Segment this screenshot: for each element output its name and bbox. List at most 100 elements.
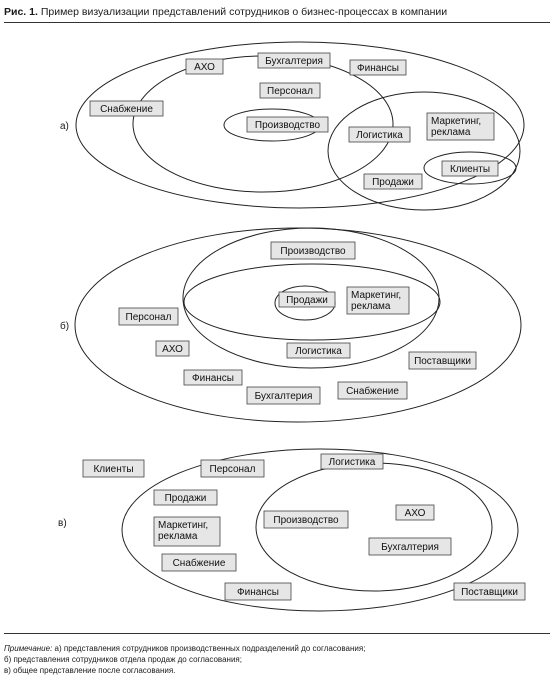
figure-caption: Пример визуализации представлений сотруд…: [40, 6, 448, 18]
process-box-label: Персонал: [267, 86, 313, 97]
process-box-frame: [395, 504, 435, 521]
process-box-frame: [363, 173, 423, 190]
process-box: Логистика: [348, 126, 411, 143]
process-box-label: Маркетинг,реклама: [158, 520, 208, 542]
process-box-label: АХО: [162, 344, 183, 355]
process-box: Финансы: [224, 582, 292, 601]
process-box-frame: [153, 516, 221, 547]
process-box: Поставщики: [408, 351, 477, 370]
process-box-frame: [270, 241, 356, 260]
process-box-label: Снабжение: [173, 557, 226, 569]
process-box-frame: [278, 291, 336, 308]
process-box: Клиенты: [82, 459, 145, 478]
process-box: Персонал: [259, 82, 321, 99]
process-box-frame: [349, 59, 407, 76]
process-box-label: Клиенты: [450, 164, 490, 175]
process-box: Маркетинг,реклама: [153, 516, 221, 547]
process-box: Маркетинг,реклама: [426, 112, 495, 141]
notes: Примечание: а) представления сотрудников…: [4, 643, 550, 676]
process-box-label: Логистика: [356, 130, 403, 141]
process-box-frame: [337, 381, 408, 400]
process-box-frame: [368, 537, 452, 556]
process-box-label: Маркетинг,реклама: [351, 290, 401, 312]
figure-title: Рис. 1. Пример визуализации представлени…: [4, 6, 447, 18]
process-box-frame: [153, 489, 218, 506]
note-text-1: а) представления сотрудников производств…: [54, 644, 366, 653]
process-box-label: Продажи: [286, 295, 328, 306]
note-line-2: б) представления сотрудников отдела прод…: [4, 655, 242, 664]
process-box-label: Производство: [255, 120, 321, 131]
process-box-label: Маркетинг,реклама: [431, 116, 481, 138]
process-box: Бухгалтерия: [368, 537, 452, 556]
process-box-frame: [441, 160, 499, 177]
bottom-rule: [4, 633, 550, 634]
panel-3-ellipse-1: [121, 448, 519, 612]
process-box: Финансы: [349, 59, 407, 76]
process-box: Логистика: [320, 453, 384, 470]
process-box-frame: [453, 582, 526, 601]
panel-1-ellipse-5: [423, 151, 517, 185]
note-line-3: в) общее представление после согласовани…: [4, 666, 176, 675]
process-box-frame: [259, 82, 321, 99]
process-box-label: Продажи: [372, 177, 414, 188]
process-box-label: Поставщики: [414, 356, 471, 367]
process-box-label: Финансы: [357, 63, 399, 74]
note-line-1: Примечание: а) представления сотрудников…: [4, 643, 550, 654]
process-box: АХО: [185, 58, 224, 75]
process-box-label: Логистика: [329, 457, 376, 468]
process-box-frame: [185, 58, 224, 75]
figure-number: Рис. 1.: [4, 6, 38, 18]
process-box-label: АХО: [194, 62, 215, 73]
process-box: Продажи: [278, 291, 336, 308]
process-box-frame: [183, 369, 243, 386]
process-box-label: Персонал: [210, 464, 256, 475]
process-box: Логистика: [286, 342, 351, 359]
process-box: Производство: [270, 241, 356, 260]
process-box-frame: [224, 582, 292, 601]
process-box-frame: [82, 459, 145, 478]
top-rule: [4, 22, 550, 23]
process-box-frame: [286, 342, 351, 359]
process-box-label: Бухгалтерия: [265, 56, 323, 67]
process-box-label: Бухгалтерия: [255, 391, 313, 402]
process-box: Снабжение: [337, 381, 408, 400]
process-box-label: Логистика: [295, 346, 342, 357]
process-box-label: Персонал: [126, 312, 172, 323]
process-box-frame: [246, 116, 329, 133]
process-box-label: Снабжение: [346, 385, 399, 397]
process-box-frame: [426, 112, 495, 141]
process-box-frame: [257, 52, 331, 69]
process-box: Продажи: [153, 489, 218, 506]
process-box-frame: [200, 459, 265, 478]
process-box: Снабжение: [161, 553, 237, 572]
process-box-label: Финансы: [237, 587, 279, 598]
process-box-frame: [408, 351, 477, 370]
process-box: Поставщики: [453, 582, 526, 601]
process-box-frame: [89, 100, 164, 117]
process-box-frame: [346, 286, 410, 315]
process-box: Бухгалтерия: [246, 386, 321, 405]
process-box: Клиенты: [441, 160, 499, 177]
process-box-label: Производство: [273, 515, 339, 526]
process-box-frame: [320, 453, 384, 470]
process-box-label: Бухгалтерия: [381, 542, 439, 553]
process-box-frame: [161, 553, 237, 572]
process-box: АХО: [155, 340, 190, 357]
process-box: Персонал: [200, 459, 265, 478]
process-box: Финансы: [183, 369, 243, 386]
process-box: Снабжение: [89, 100, 164, 117]
panel-1-ellipse-1: [75, 41, 525, 209]
process-box-frame: [246, 386, 321, 405]
panel-label: б): [60, 321, 70, 332]
panel-2-ellipse-3: [183, 263, 441, 341]
process-box-frame: [348, 126, 411, 143]
process-box-label: АХО: [405, 508, 426, 519]
note-prefix: Примечание:: [4, 644, 53, 653]
process-box-frame: [263, 510, 349, 529]
panel-label: в): [58, 518, 67, 529]
process-box-frame: [155, 340, 190, 357]
process-box: Маркетинг,реклама: [346, 286, 410, 315]
process-box-frame: [118, 307, 179, 326]
process-box-label: Производство: [280, 246, 346, 257]
